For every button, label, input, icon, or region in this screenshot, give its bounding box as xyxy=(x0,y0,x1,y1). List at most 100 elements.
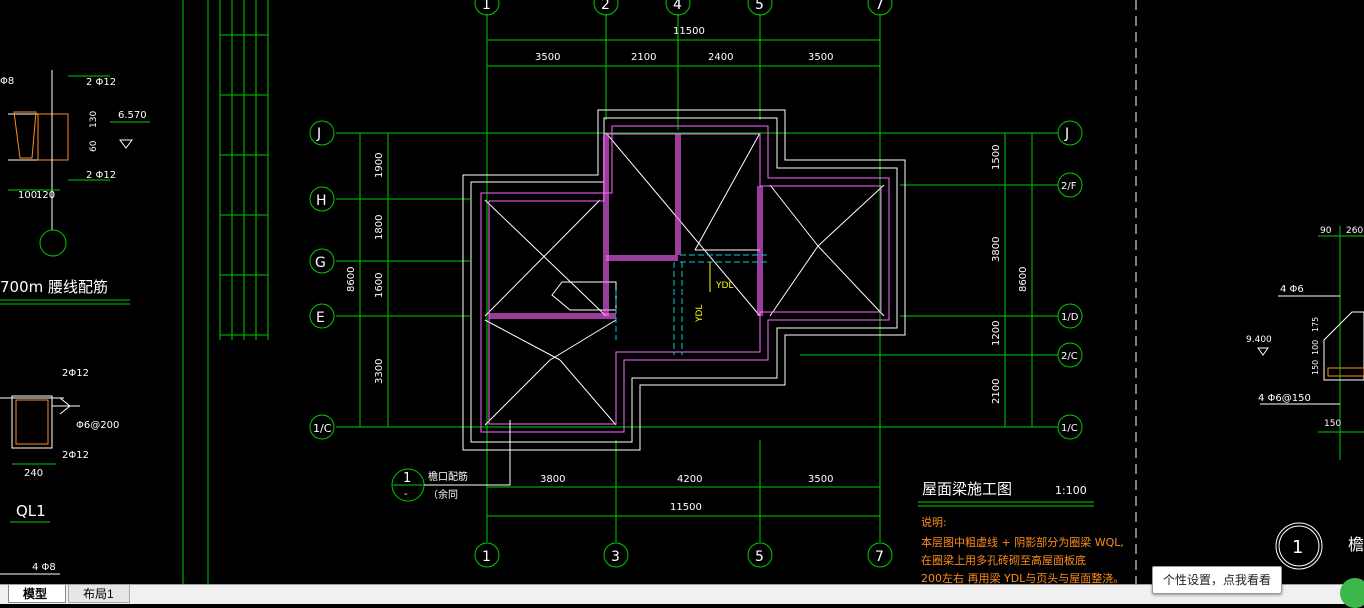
rd-callout-circle xyxy=(1278,525,1320,567)
left-axis-bubbles xyxy=(309,120,335,440)
right-axis-2f: 2/F xyxy=(1061,181,1077,192)
left-axis-j: J xyxy=(316,126,321,142)
right-dim-2: 3800 xyxy=(991,237,1002,262)
right-total-dim: 8600 xyxy=(1018,267,1029,292)
top-axis-5: 5 xyxy=(755,0,764,13)
drawing-frame-lines xyxy=(182,0,269,584)
bottom-total-dim: 11500 xyxy=(670,502,702,513)
roof-outline xyxy=(462,109,906,451)
ql-name: QL1 xyxy=(16,502,46,520)
top-axis-2: 2 xyxy=(601,0,610,13)
vertical-grid-lines xyxy=(486,14,881,542)
tab-model[interactable]: 模型 xyxy=(8,585,66,603)
top-dim-3: 2400 xyxy=(708,52,733,63)
roof-beam-plan[interactable]: 11500 3500 2100 2400 3500 1 2 4 5 7 J H … xyxy=(309,0,1083,568)
rd-stirrup: 4 Φ6@150 xyxy=(1258,393,1311,404)
top-axis-4: 4 xyxy=(673,0,682,13)
title-block: 屋面梁施工图 1:100 说明: 本层图中粗虚线 + 阴影部分为圈梁 WQL, … xyxy=(918,480,1124,584)
notes-heading: 说明: xyxy=(921,515,947,529)
left-dim-2: 1800 xyxy=(374,215,385,240)
tab-layout1[interactable]: 布局1 xyxy=(68,585,130,603)
left-axis-h: H xyxy=(316,193,327,209)
bottom-dim-2: 4200 xyxy=(677,474,702,485)
left-axis-1c: 1/C xyxy=(313,422,332,435)
right-dim-4: 2100 xyxy=(991,379,1002,404)
beam-label-2: YDL xyxy=(695,305,705,323)
rd-elev: 9.400 xyxy=(1246,335,1272,345)
notes-line-3: 200左右 再用梁 YDL与页头与屋面整浇。 xyxy=(921,571,1124,584)
ql-rebar-top: 2Φ12 xyxy=(62,368,89,379)
bottom-axis-bubbles xyxy=(474,542,893,568)
rd-dim-150b: 150 xyxy=(1324,419,1341,429)
top-total-dim: 11500 xyxy=(673,26,705,37)
bottom-axis-1: 1 xyxy=(482,549,491,565)
left-dim-1: 1900 xyxy=(374,153,385,178)
dashed-beams xyxy=(615,254,770,355)
rd-callout-num: 1 xyxy=(1292,537,1303,558)
right-dim-1: 1500 xyxy=(991,145,1002,170)
eave-callout-sub: - xyxy=(404,489,408,500)
right-axis-1c: 1/C xyxy=(1061,423,1078,434)
right-dim-3: 1200 xyxy=(991,321,1002,346)
rd-dim-150a: 150 xyxy=(1311,360,1320,375)
left-axis-e: E xyxy=(316,310,325,326)
waist-line-caption: 700m 腰线配筋 xyxy=(0,278,108,296)
ql-rebar-bottom: 2Φ12 xyxy=(62,450,89,461)
notes-line-1: 本层图中粗虚线 + 阴影部分为圈梁 WQL, xyxy=(921,535,1124,549)
bottom-axis-5: 5 xyxy=(755,549,764,565)
drawing-title: 屋面梁施工图 xyxy=(922,480,1012,498)
right-axis-j: J xyxy=(1064,126,1069,142)
rebar-bottom-label: 2 Φ12 xyxy=(86,170,116,181)
left-dimensions xyxy=(359,133,389,427)
eave-note-sub: （余同 xyxy=(428,488,458,501)
elevation-label: 6.570 xyxy=(118,110,147,121)
ring-beam-walls xyxy=(480,125,890,433)
cad-drawing-canvas[interactable]: Φ8 2 Φ12 2 Φ12 6.570 130 60 100 120 700m… xyxy=(0,0,1364,584)
rd-dim-260: 260 xyxy=(1346,226,1363,236)
top-dim-2: 2100 xyxy=(631,52,656,63)
top-dim-4: 3500 xyxy=(808,52,833,63)
eave-note-title: 檐口配筋 xyxy=(428,470,468,483)
ql-stirrup: Φ6@200 xyxy=(76,420,119,431)
bottom-dim-3: 3500 xyxy=(808,474,833,485)
top-dim-1: 3500 xyxy=(535,52,560,63)
right-axis-2c: 2/C xyxy=(1061,351,1078,362)
dim-120: 120 xyxy=(36,190,55,201)
right-dimensions xyxy=(1004,133,1033,427)
eave-callout-num: 1 xyxy=(403,471,411,486)
detail-phi-label: Φ8 xyxy=(0,76,14,87)
bottom-dim-1: 3800 xyxy=(540,474,565,485)
left-axis-g: G xyxy=(315,255,326,271)
dim-60: 60 xyxy=(89,140,99,152)
right-eave-detail: 90 260 4 Φ6 9.400 175 100 150 4 Φ6@150 1… xyxy=(1246,226,1364,570)
rd-partial-title: 檐 xyxy=(1348,535,1364,554)
top-dimensions xyxy=(487,39,880,67)
bottom-axis-3: 3 xyxy=(611,549,620,565)
rd-dim-175: 175 xyxy=(1311,317,1320,332)
layout-tab-bar: 模型 布局1 xyxy=(0,584,1364,604)
right-axis-1d: 1/D xyxy=(1061,312,1079,323)
ql1-detail: 2Φ12 Φ6@200 2Φ12 240 QL1 4 Φ8 xyxy=(0,368,119,575)
top-axis-1: 1 xyxy=(482,0,491,13)
top-axis-7: 7 xyxy=(875,0,884,13)
horizontal-grid-lines xyxy=(336,132,1058,428)
bottom-axis-7: 7 xyxy=(875,549,884,565)
left-total-dim: 8600 xyxy=(346,267,357,292)
top-axis-bubbles xyxy=(474,0,893,16)
rd-rebar-top: 4 Φ6 xyxy=(1280,284,1304,295)
ql-width: 240 xyxy=(24,468,43,479)
assistant-badge-icon[interactable] xyxy=(1340,578,1364,608)
rd-dim-100: 100 xyxy=(1311,340,1320,355)
left-dim-3: 1600 xyxy=(374,273,385,298)
beam-label-1: YDL xyxy=(715,281,733,291)
bottom-dimensions xyxy=(487,486,880,517)
bottom-phi-label: 4 Φ8 xyxy=(32,562,56,573)
dim-130: 130 xyxy=(89,111,99,128)
left-dim-4: 3300 xyxy=(374,359,385,384)
rd-dim-90: 90 xyxy=(1320,226,1332,236)
notes-line-2: 在圈梁上用多孔砖砌至高屋面板底 xyxy=(921,553,1086,567)
personalize-tooltip[interactable]: 个性设置，点我看看 xyxy=(1152,566,1282,594)
waist-line-detail: Φ8 2 Φ12 2 Φ12 6.570 130 60 100 120 700m… xyxy=(0,70,150,305)
drawing-scale: 1:100 xyxy=(1055,484,1087,497)
rebar-top-label: 2 Φ12 xyxy=(86,77,116,88)
